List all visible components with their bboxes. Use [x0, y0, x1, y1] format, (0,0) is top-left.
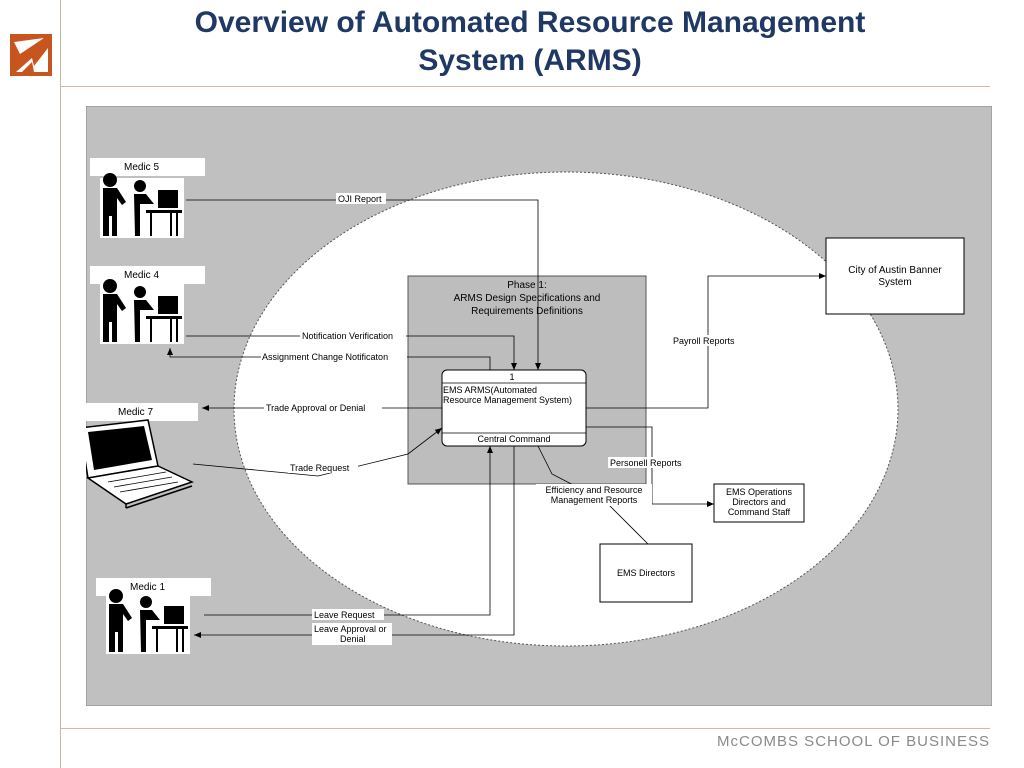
medic-4-actor: Medic 4	[90, 266, 205, 344]
notification-label: Notification Verification	[302, 331, 393, 341]
personell-label: Personell Reports	[610, 458, 682, 468]
process-name-1: EMS ARMS(Automated	[443, 385, 537, 395]
left-rule	[60, 0, 61, 768]
flow-trade-request	[192, 427, 443, 477]
assignment-label: Assignment Change Notificaton	[262, 352, 388, 362]
efficiency-label-1: Efficiency and Resource	[546, 485, 643, 495]
medic-5-workstation-icon	[100, 173, 184, 238]
process-name-2: Resource Management System)	[443, 395, 572, 405]
title-line-2: System (ARMS)	[418, 44, 642, 77]
trade-request-label: Trade Request	[290, 463, 350, 473]
phase-label-2: ARMS Design Specifications and	[454, 293, 601, 304]
phase-label-3: Requirements Definitions	[471, 306, 583, 317]
flow-labels: OJI Report Notification Verification Ass…	[261, 193, 743, 645]
banner-label-2: System	[878, 277, 911, 288]
medic-5-label-box	[90, 158, 205, 176]
footer-rule	[60, 728, 990, 729]
ops-label-1: EMS Operations	[726, 487, 793, 497]
medic-7-laptop-icon	[86, 419, 195, 509]
leave-approval-label-1: Leave Approval or	[314, 624, 387, 634]
oji-label: OJI Report	[338, 194, 382, 204]
banner-system-box	[825, 237, 965, 315]
banner-label-1: City of Austin Banner	[848, 265, 942, 276]
efficiency-label-2: Management Reports	[551, 495, 638, 505]
medic-7-label: Medic 7	[118, 407, 153, 418]
medic-5-label: Medic 5	[124, 162, 159, 173]
directors-label: EMS Directors	[617, 568, 676, 578]
medic-1-label-box	[96, 578, 211, 596]
page-title: Overview of Automated Resource Managemen…	[120, 4, 940, 80]
ops-label-2: Directors and	[732, 497, 786, 507]
arms-diagram: Phase 1: ARMS Design Specifications and …	[86, 106, 992, 706]
medic-4-label-box	[90, 266, 205, 284]
process-location: Central Command	[477, 434, 550, 444]
trade-approval-label: Trade Approval or Denial	[266, 403, 365, 413]
medic-1-label: Medic 1	[130, 582, 165, 593]
medic-1-actor: Medic 1	[96, 578, 211, 654]
medic-7-actor: Medic 7	[86, 403, 198, 509]
ems-directors-box	[599, 543, 693, 603]
leave-approval-label-2: Denial	[340, 634, 366, 644]
medic-4-label: Medic 4	[124, 270, 159, 281]
ops-label-3: Command Staff	[728, 507, 791, 517]
flow-leave-approval	[194, 446, 515, 638]
medic-4-workstation-icon	[100, 279, 184, 344]
medic-1-workstation-icon	[106, 589, 190, 654]
phase-label-1: Phase 1:	[507, 280, 546, 291]
title-line-1: Overview of Automated Resource Managemen…	[194, 6, 866, 39]
leave-request-label: Leave Request	[314, 610, 375, 620]
payroll-label: Payroll Reports	[673, 336, 735, 346]
flow-oji-report	[186, 199, 541, 370]
process-number: 1	[509, 372, 514, 382]
medic-7-label-box	[86, 403, 198, 421]
medic-5-actor: Medic 5	[90, 158, 205, 238]
flow-notification-verification	[186, 335, 517, 370]
header-rule	[60, 86, 990, 87]
footer-school-name: McCOMBS SCHOOL OF BUSINESS	[717, 733, 990, 750]
school-logo-icon	[10, 34, 52, 76]
ems-operations-box	[713, 483, 805, 523]
flow-leave-request	[204, 446, 493, 616]
